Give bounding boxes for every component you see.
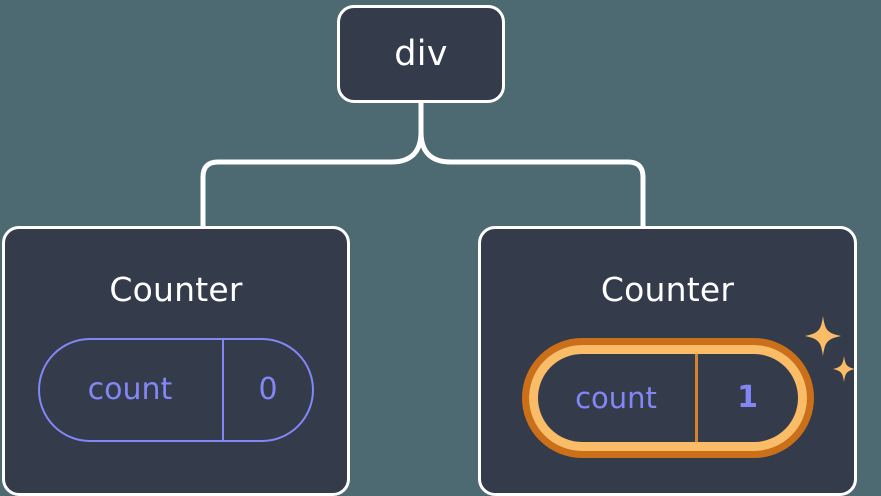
connector-to-counter-right — [418, 129, 646, 231]
state-value-label-right: 1 — [737, 380, 758, 415]
sparkle-large-icon — [805, 316, 841, 356]
sparkle-small-icon — [833, 356, 855, 382]
sparkles-icon — [805, 316, 855, 382]
state-pill-count-left[interactable]: count 0 — [38, 338, 314, 442]
state-pill-count-right[interactable]: count 1 — [528, 345, 807, 451]
state-pill-wrapper-right: count 1 — [521, 338, 814, 458]
state-pill-wrapper-left: count 0 — [38, 338, 314, 442]
node-counter-left[interactable]: Counter count 0 — [2, 226, 350, 496]
state-key-label-left: count — [40, 340, 224, 440]
state-key-label-right: count — [538, 354, 698, 442]
node-div-label: div — [394, 33, 448, 74]
state-pill-highlight-ring: count 1 — [521, 338, 814, 458]
node-div[interactable]: div — [337, 5, 505, 103]
connector-to-counter-left — [200, 129, 424, 231]
node-counter-right[interactable]: Counter count 1 — [478, 226, 857, 496]
node-counter-left-label: Counter — [109, 270, 243, 309]
state-value-label-left: 0 — [258, 372, 278, 407]
node-counter-right-label: Counter — [600, 270, 735, 309]
